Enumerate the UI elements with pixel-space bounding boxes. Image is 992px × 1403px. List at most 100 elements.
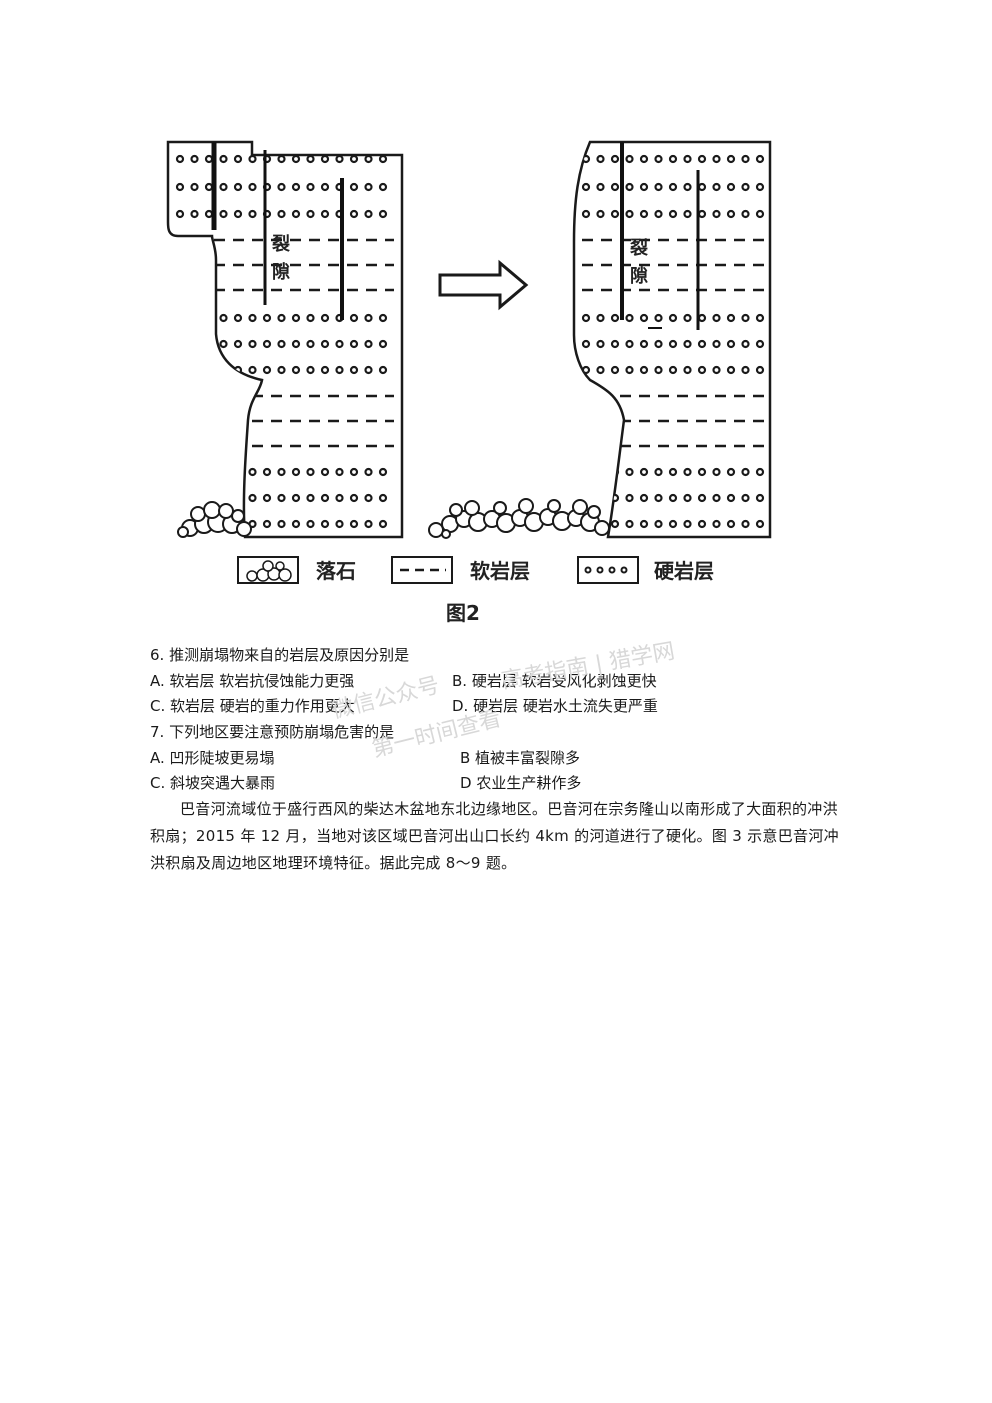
hard-rock-dot (235, 495, 241, 501)
hard-rock-dot (685, 367, 691, 373)
hard-rock-dot (322, 315, 328, 321)
hard-rock-dot (685, 495, 691, 501)
hard-rock-dot (192, 315, 198, 321)
hard-rock-dot (221, 184, 227, 190)
hard-rock-dot (221, 341, 227, 347)
hard-rock-dot (743, 211, 749, 217)
hard-rock-dot (235, 341, 241, 347)
hard-rock-dot (670, 521, 676, 527)
hard-rock-dot (656, 156, 662, 162)
hard-rock-dot (250, 184, 256, 190)
hard-rock-dot (351, 367, 357, 373)
hard-rock-dot (337, 469, 343, 475)
hard-rock-dot (177, 367, 183, 373)
hard-rock-dot (177, 156, 183, 162)
hard-rock-dot (641, 315, 647, 321)
right-fallen-rocks (429, 499, 609, 538)
hard-rock-dot (293, 341, 299, 347)
hard-rock-dot (627, 156, 633, 162)
hard-rock-dot (177, 184, 183, 190)
hard-rock-dot (612, 184, 618, 190)
hard-rock-dot (714, 341, 720, 347)
hard-rock-dot (728, 469, 734, 475)
hard-rock-dot (279, 184, 285, 190)
hard-rock-dot (699, 184, 705, 190)
hard-rock-dot (264, 367, 270, 373)
hard-rock-dot (351, 521, 357, 527)
hard-rock-dot (699, 156, 705, 162)
hard-rock-dot (308, 495, 314, 501)
hard-rock-dot (656, 521, 662, 527)
right-crack-label-1: 裂 (629, 238, 648, 259)
hard-rock-dot (351, 156, 357, 162)
hard-rock-dot (192, 495, 198, 501)
hard-rock-dot (351, 341, 357, 347)
hard-rock-dot (264, 315, 270, 321)
question-6-option-c: C. 软岩层 硬岩的重力作用更大 (150, 696, 355, 716)
hard-rock-dot (308, 469, 314, 475)
hard-rock-dot (177, 469, 183, 475)
hard-rock-dot (598, 211, 604, 217)
hard-rock-dot (293, 315, 299, 321)
passage-paragraph: 巴音河流域位于盛行西风的柴达木盆地东北边缘地区。巴音河在宗务隆山以南形成了大面积… (150, 796, 850, 877)
hard-rock-dot (612, 315, 618, 321)
hard-rock-dot (206, 341, 212, 347)
hard-rock-dot (264, 495, 270, 501)
hard-rock-dot (699, 341, 705, 347)
hard-rock-dot (366, 341, 372, 347)
hard-rock-dot (757, 211, 763, 217)
hard-rock-dot (612, 367, 618, 373)
hard-rock-dot (279, 521, 285, 527)
hard-rock-dot (308, 341, 314, 347)
left-crack-label-1: 裂 (271, 234, 290, 255)
hard-rock-dot (366, 184, 372, 190)
hard-rock-dot (380, 184, 386, 190)
hard-rock-dot (308, 156, 314, 162)
hard-rock-dot (656, 315, 662, 321)
hard-rock-dot (351, 469, 357, 475)
legend-fallen-rock-label: 落石 (316, 559, 356, 583)
hard-rock-dot (757, 341, 763, 347)
hard-rock-dot (206, 495, 212, 501)
hard-rock-dot (670, 469, 676, 475)
hard-rock-dot (656, 184, 662, 190)
left-crack-label-2: 隙 (272, 261, 290, 283)
hard-rock-dot (583, 184, 589, 190)
hard-rock-dot (192, 156, 198, 162)
hard-rock-dot (279, 495, 285, 501)
hard-rock-dot (366, 211, 372, 217)
question-7-option-a: A. 凹形陡坡更易塌 (150, 748, 275, 768)
hard-rock-dot (627, 184, 633, 190)
hard-rock-dot (264, 469, 270, 475)
hard-rock-dot (293, 495, 299, 501)
hard-rock-dot (743, 341, 749, 347)
hard-rock-dot (685, 315, 691, 321)
hard-rock-dot (685, 341, 691, 347)
hard-rock-dot (699, 495, 705, 501)
hard-rock-dot (380, 367, 386, 373)
hard-rock-dot (714, 211, 720, 217)
cliff-collapse-diagram: 裂 隙 裂 隙 落石 软岩层 (150, 130, 790, 630)
hard-rock-dot (598, 469, 604, 475)
hard-rock-dot (337, 495, 343, 501)
hard-rock-dot (279, 211, 285, 217)
hard-rock-dot (322, 184, 328, 190)
hard-rock-dot (728, 341, 734, 347)
hard-rock-dot (757, 521, 763, 527)
left-rock-layers (176, 156, 394, 527)
hard-rock-dot (714, 521, 720, 527)
hard-rock-dot (743, 367, 749, 373)
legend: 落石 软岩层 硬岩层 (238, 557, 714, 583)
hard-rock-dot (293, 521, 299, 527)
hard-rock-dot (699, 469, 705, 475)
hard-rock-dot (670, 315, 676, 321)
hard-rock-dot (322, 156, 328, 162)
hard-rock-dot (714, 367, 720, 373)
hard-rock-dot (728, 315, 734, 321)
hard-rock-dot (743, 184, 749, 190)
hard-rock-dot (641, 367, 647, 373)
hard-rock-dot (670, 184, 676, 190)
hard-rock-dot (250, 211, 256, 217)
hard-rock-dot (250, 315, 256, 321)
hard-rock-dot (670, 341, 676, 347)
